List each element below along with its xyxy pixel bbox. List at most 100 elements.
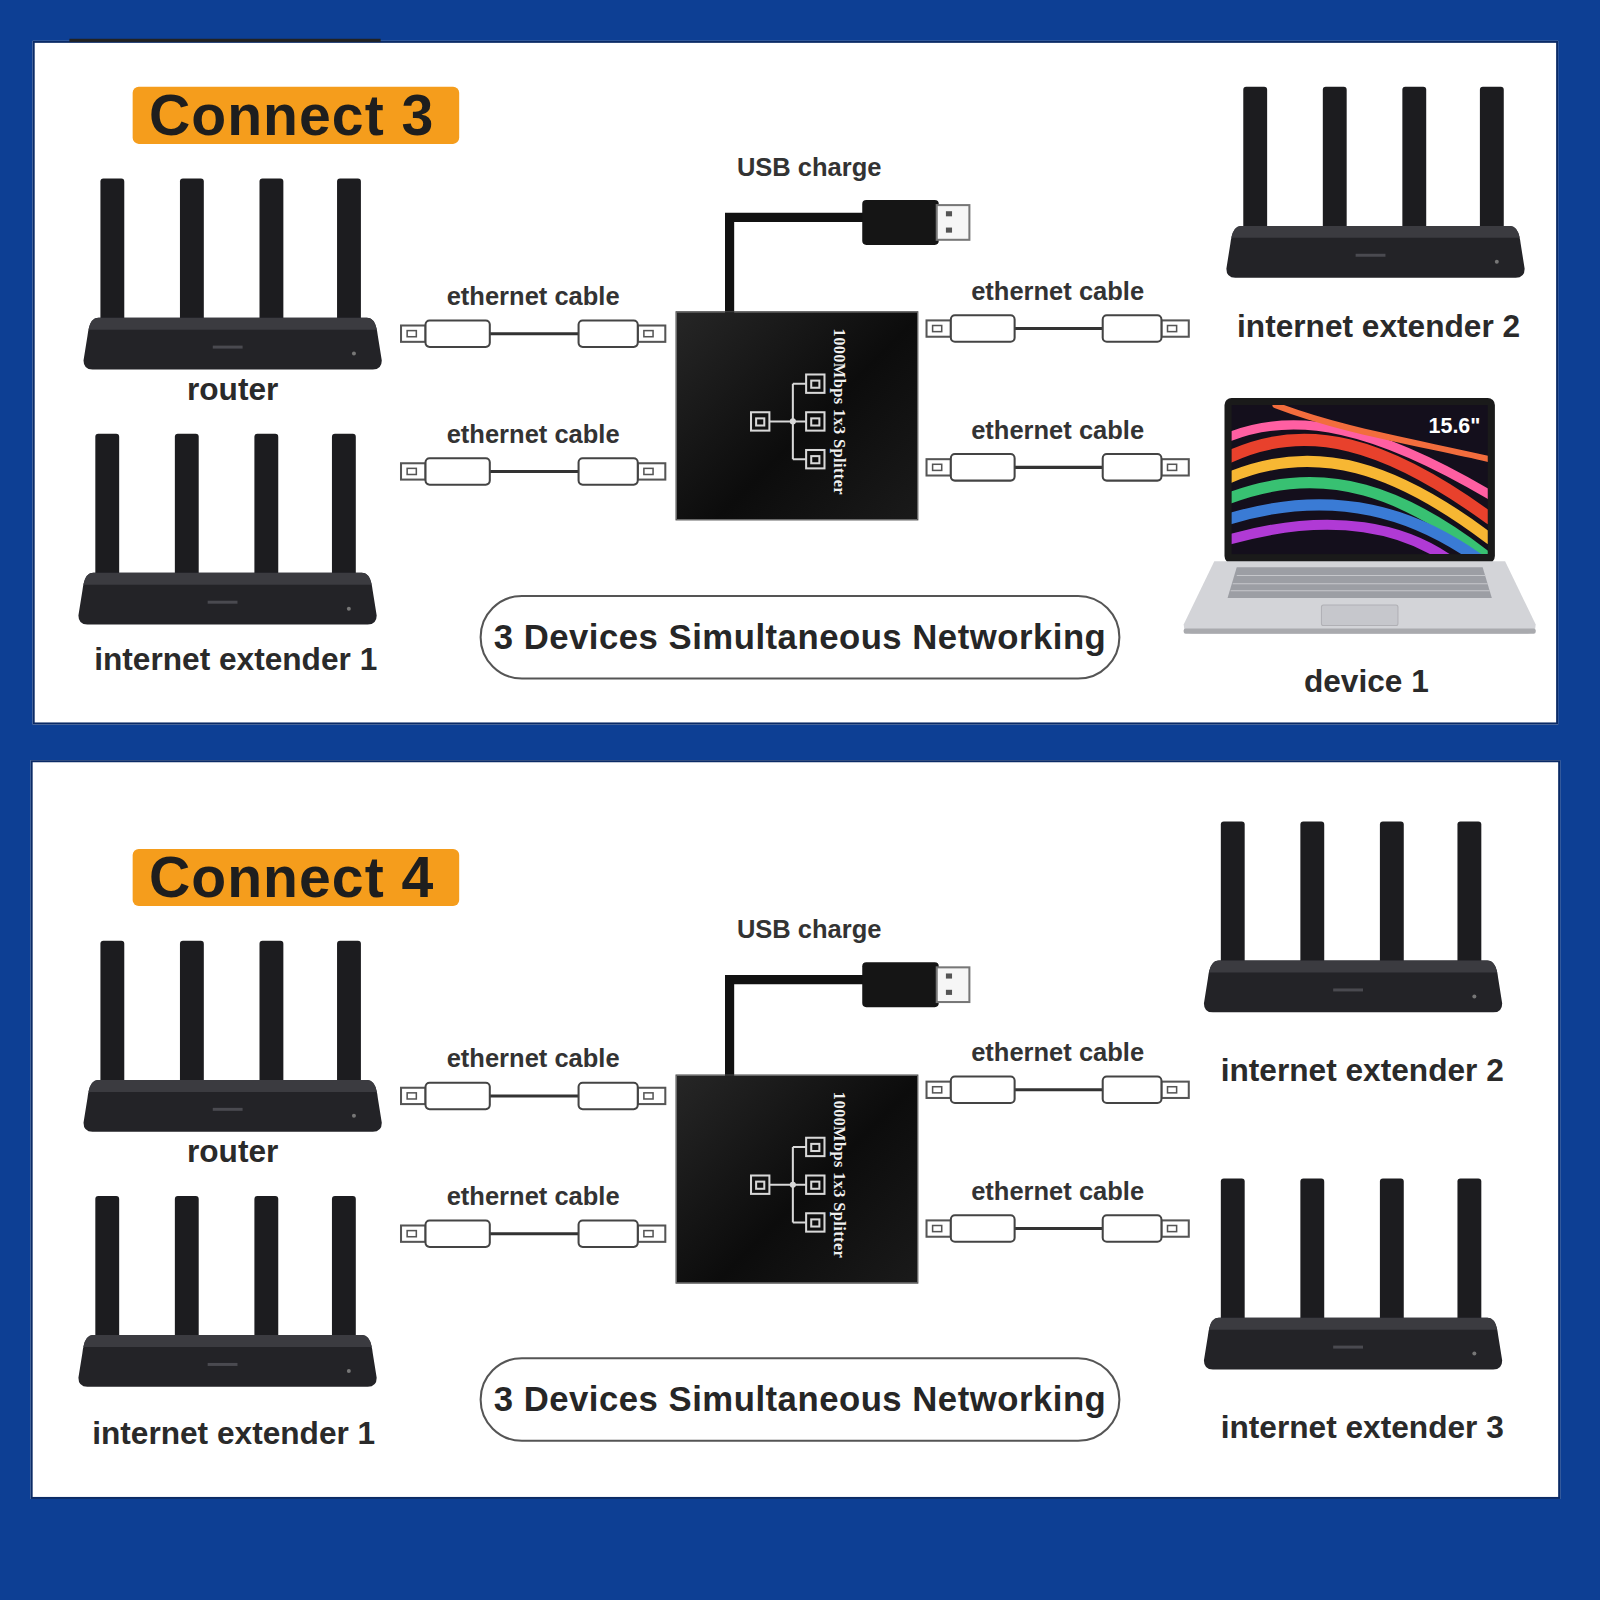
cable-plug	[1161, 459, 1188, 475]
cable-plug	[638, 326, 666, 342]
router-illustration	[1202, 821, 1504, 1015]
cable-label: ethernet cable	[894, 414, 1221, 445]
cable-label: ethernet cable	[370, 1181, 697, 1212]
ethernet-cable	[401, 320, 665, 347]
router-device: router	[80, 938, 386, 1173]
laptop-illustration	[1184, 398, 1536, 638]
ethernet-cable	[401, 1083, 665, 1110]
cable-boot	[951, 454, 1015, 481]
cable-boot	[426, 320, 490, 347]
cable-plug	[401, 1226, 425, 1242]
plug-latch	[933, 326, 942, 332]
cable-boot	[579, 1083, 638, 1110]
usb-cable	[730, 200, 970, 314]
title-badge: Connect 4	[133, 849, 460, 906]
cable-boot	[426, 1083, 490, 1110]
device-label: internet extender 2	[1199, 309, 1558, 344]
plug-latch	[933, 1226, 942, 1232]
cable-boot	[951, 1077, 1015, 1104]
cable-plug	[401, 326, 425, 342]
plug-latch	[644, 468, 653, 474]
screen-size-label: 15.6"	[1429, 414, 1481, 435]
pill-caption: 3 Devices Simultaneous Networking	[494, 617, 1107, 657]
device-label: internet extender 3	[1194, 1410, 1531, 1445]
cable-boot	[1103, 454, 1162, 481]
cable-plug	[927, 1082, 951, 1098]
cable-plug	[1161, 1082, 1188, 1098]
device-label: router	[80, 372, 386, 407]
plug-latch	[644, 1231, 653, 1237]
plug-latch	[644, 1093, 653, 1099]
router-device: internet extender 1	[69, 1193, 398, 1456]
cable-label: ethernet cable	[370, 1043, 697, 1074]
router-illustration	[77, 1196, 379, 1390]
plug-latch	[1168, 326, 1177, 332]
cable-plug	[401, 1088, 425, 1104]
cable-plug	[638, 1226, 666, 1242]
splitter-label: 1000Mbps 1x3 Splitter	[830, 1092, 848, 1258]
laptop-device: 15.6" device 1	[1194, 394, 1539, 705]
router-illustration	[82, 941, 384, 1135]
cable-plug	[638, 463, 666, 479]
cable-plug	[927, 320, 951, 336]
router-device: internet extender 1	[73, 429, 397, 692]
plug-latch	[407, 1093, 416, 1099]
cable-boot	[579, 320, 638, 347]
cable-plug	[927, 459, 951, 475]
device-label: internet extender 1	[73, 643, 397, 678]
cable-label: ethernet cable	[370, 281, 697, 312]
plug-latch	[407, 331, 416, 337]
badge-title: Connect 4	[149, 849, 434, 906]
title-badge: Connect 3	[133, 87, 460, 144]
cable-plug	[927, 1220, 951, 1236]
device-label: device 1	[1194, 664, 1539, 699]
cable-plug	[401, 463, 425, 479]
cable-label: ethernet cable	[894, 1176, 1221, 1207]
cable-boot	[1103, 315, 1162, 342]
rule-line	[69, 39, 380, 42]
router-illustration	[77, 434, 379, 628]
cable-label: ethernet cable	[370, 418, 697, 449]
plug-latch	[933, 1087, 942, 1093]
ethernet-cable	[401, 1220, 665, 1247]
cable-boot	[951, 1215, 1015, 1242]
usb-charge-label: USB charge	[646, 151, 973, 182]
splitter-box: 1000Mbps 1x3 Splitter	[676, 311, 919, 520]
ethernet-cable	[927, 454, 1189, 481]
plug-latch	[407, 1231, 416, 1237]
cable-boot	[426, 458, 490, 485]
cable-boot	[426, 1220, 490, 1247]
pill-caption: 3 Devices Simultaneous Networking	[494, 1380, 1107, 1420]
router-illustration	[1224, 87, 1526, 281]
ethernet-cable	[927, 315, 1189, 342]
router-illustration	[82, 179, 384, 373]
usb-cable	[730, 962, 970, 1076]
badge-title: Connect 3	[149, 87, 434, 144]
plug-latch	[1168, 1087, 1177, 1093]
router-device: router	[80, 176, 386, 411]
cable-boot	[1103, 1077, 1162, 1104]
cable-plug	[638, 1088, 666, 1104]
cable-boot	[1103, 1215, 1162, 1242]
device-label: internet extender 1	[69, 1416, 398, 1451]
cable-plug	[1161, 1220, 1188, 1236]
router-illustration	[1202, 1179, 1504, 1373]
plug-latch	[1168, 1226, 1177, 1232]
caption-pill: 3 Devices Simultaneous Networking	[480, 1357, 1121, 1442]
router-device: internet extender 2	[1199, 84, 1558, 351]
splitter-label: 1000Mbps 1x3 Splitter	[830, 329, 848, 495]
cable-boot	[951, 315, 1015, 342]
plug-latch	[933, 464, 942, 470]
cable-label: ethernet cable	[894, 276, 1221, 307]
network-icon	[749, 371, 837, 473]
splitter-box: 1000Mbps 1x3 Splitter	[676, 1074, 919, 1283]
usb-charge-label: USB charge	[646, 913, 973, 944]
cable-plug	[1161, 320, 1188, 336]
plug-latch	[644, 331, 653, 337]
network-icon	[749, 1135, 837, 1237]
cable-label: ethernet cable	[894, 1037, 1221, 1068]
device-label: router	[80, 1135, 386, 1170]
plug-latch	[407, 468, 416, 474]
